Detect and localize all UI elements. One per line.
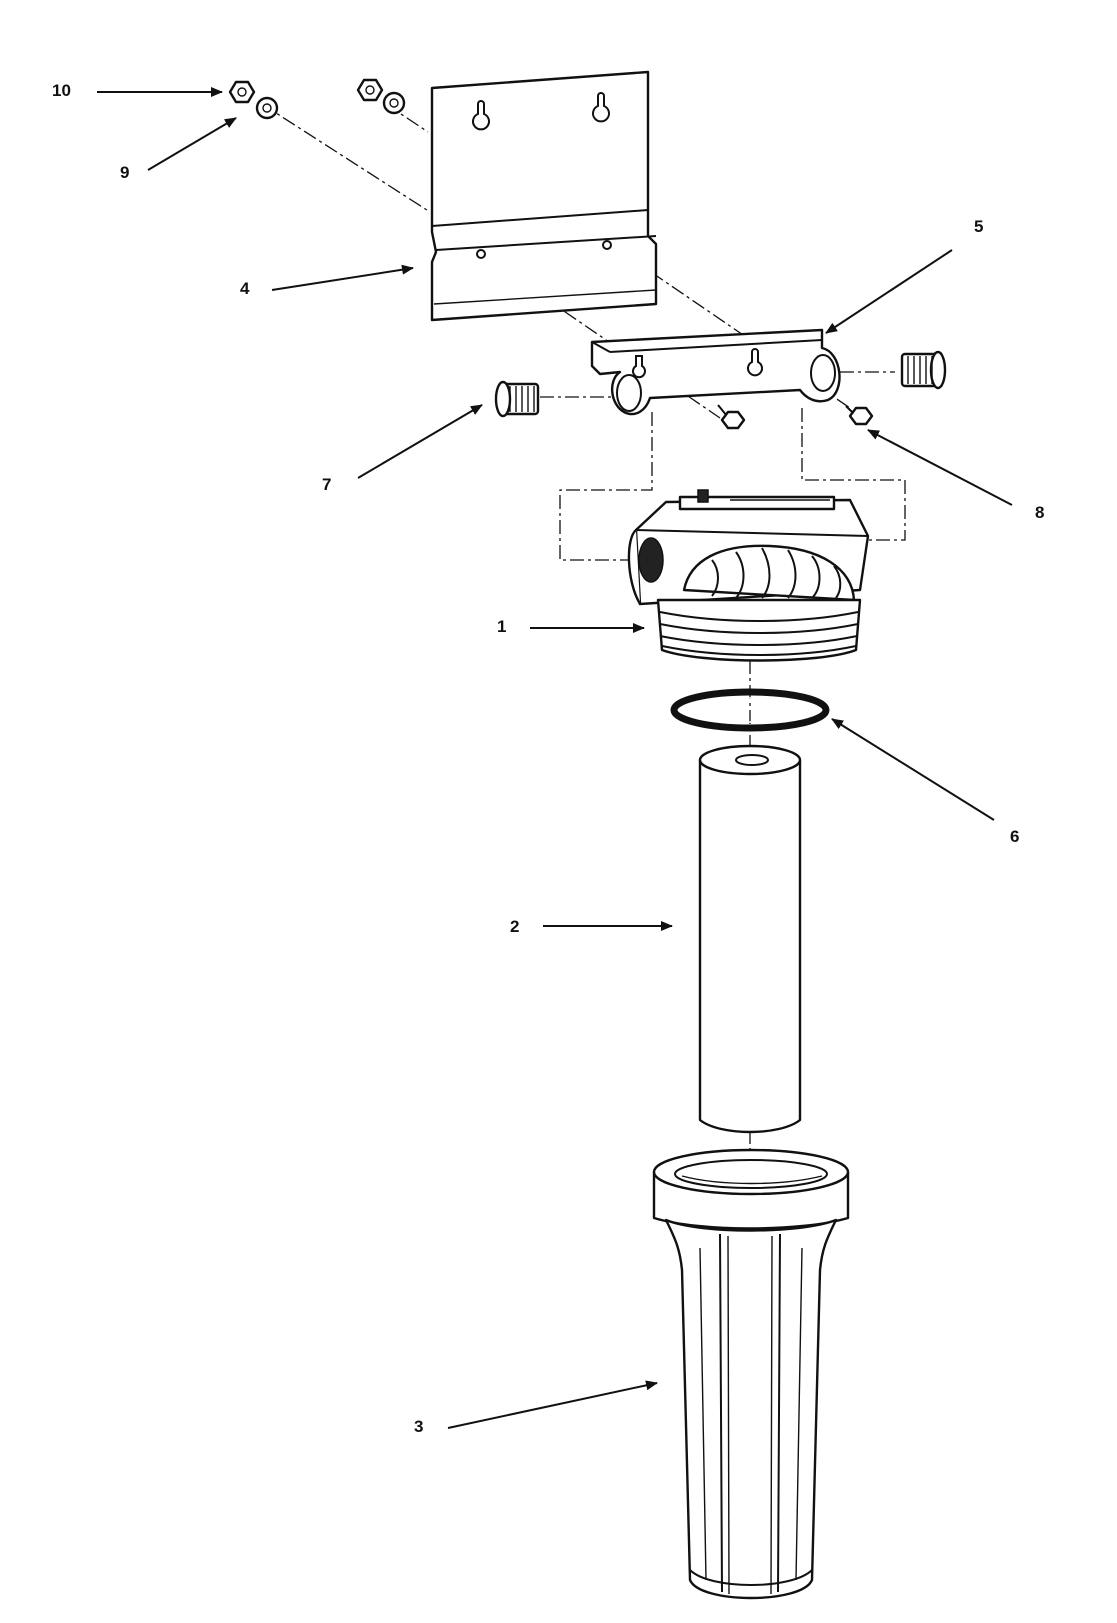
arrow-6 — [831, 718, 995, 821]
hex-nut-and-washer-left — [228, 80, 279, 120]
callout-1-label: 1 — [497, 617, 506, 636]
o-ring — [670, 688, 830, 732]
hex-nut-icon — [228, 80, 256, 104]
keyhole-slot-icon — [747, 348, 763, 377]
arrow-3 — [447, 1380, 658, 1429]
head-bracket — [590, 328, 841, 416]
callout-2-label: 2 — [510, 917, 519, 936]
arrow-8 — [867, 429, 1013, 506]
hex-nut-icon — [356, 78, 384, 102]
callout-4-label: 4 — [240, 279, 250, 298]
mounting-hole-icon — [476, 249, 486, 259]
lock-washer-icon — [382, 91, 406, 115]
bracket-screw-right — [845, 405, 874, 426]
arrow-5 — [825, 249, 953, 334]
mounting-hole-icon — [602, 240, 612, 250]
keyhole-slot-icon — [592, 92, 610, 123]
arrow-9 — [147, 117, 237, 171]
hex-head-screw-icon — [848, 406, 874, 426]
callout-3-label: 3 — [414, 1417, 423, 1436]
pipe-fitting-left — [494, 380, 540, 418]
keyhole-slot-icon — [472, 100, 490, 131]
filter-cartridge — [698, 744, 802, 1134]
callout-5-label: 5 — [974, 217, 983, 236]
callout-10-label: 10 — [52, 81, 71, 100]
arrow-7 — [357, 404, 483, 479]
filter-head — [627, 489, 870, 662]
arrow-4 — [271, 264, 414, 291]
callout-8-label: 8 — [1035, 503, 1044, 522]
hex-head-screw-icon — [720, 410, 746, 430]
assembly-lines — [261, 103, 906, 1185]
leader-arrows — [97, 87, 1013, 1429]
bracket-screw-left — [717, 404, 746, 430]
callout-7-label: 7 — [322, 475, 331, 494]
callout-9-label: 9 — [120, 163, 129, 182]
callout-6-label: 6 — [1010, 827, 1019, 846]
pipe-fitting-right — [900, 350, 947, 390]
filter-housing-sump — [652, 1148, 850, 1600]
lock-washer-icon — [255, 96, 279, 120]
hex-nut-and-washer-right — [356, 78, 406, 115]
wall-mounting-plate — [430, 70, 658, 322]
